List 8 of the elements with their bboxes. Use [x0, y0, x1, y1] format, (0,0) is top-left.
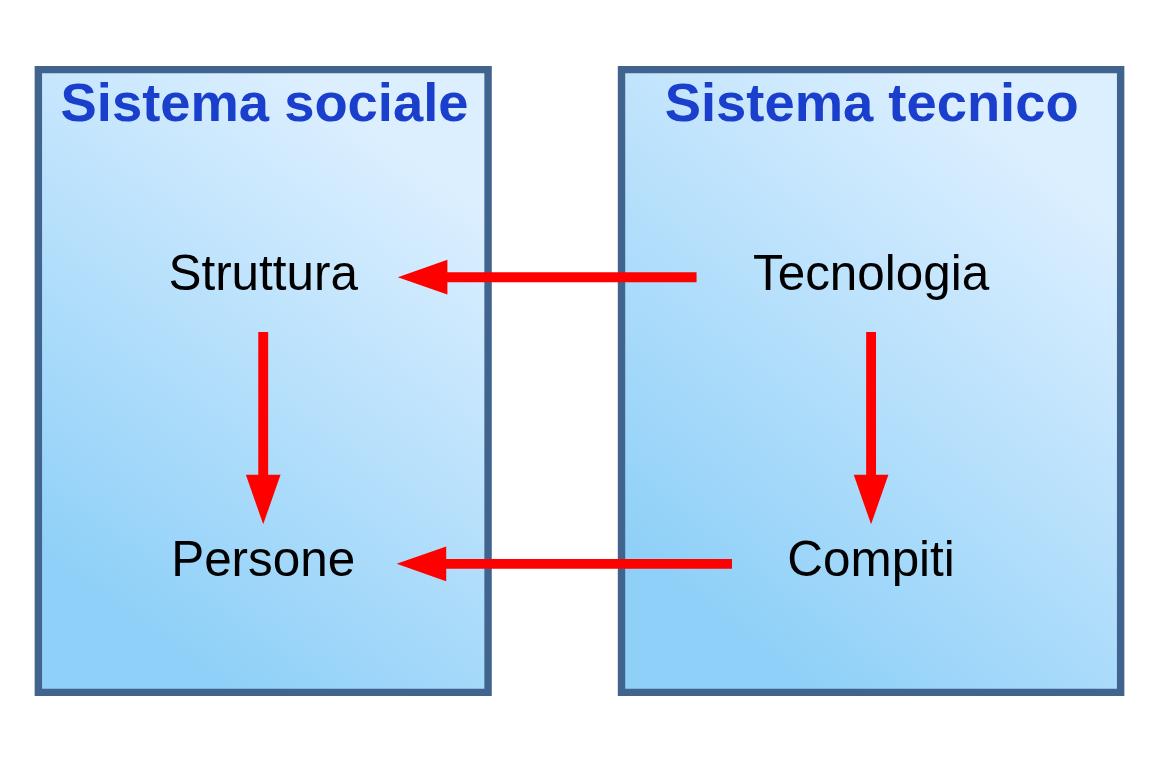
arrow	[397, 259, 697, 295]
node-text: Tecnologia	[752, 244, 990, 300]
arrow	[396, 546, 732, 581]
node-text: Compiti	[787, 530, 955, 586]
arrow	[245, 331, 281, 524]
node-text: Persone	[171, 530, 356, 586]
node-text: Struttura	[168, 244, 358, 300]
arrow	[853, 331, 889, 524]
